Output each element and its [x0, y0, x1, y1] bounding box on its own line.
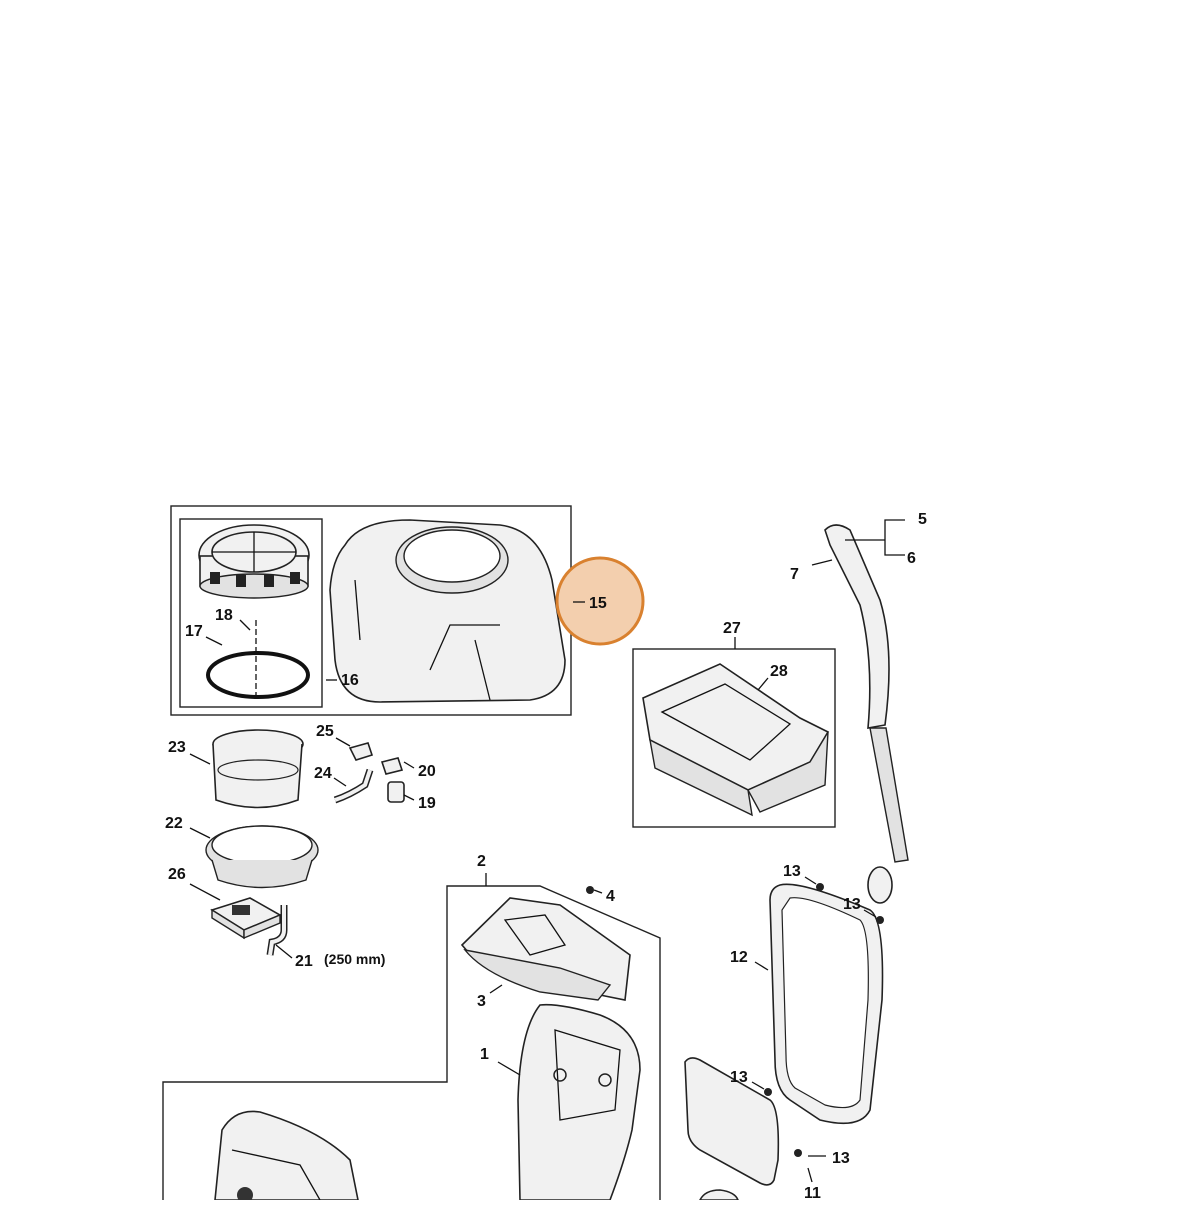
label-13-c: 13: [730, 1069, 748, 1086]
back-pad[interactable]: [684, 1057, 780, 1186]
label-15: 15: [589, 595, 607, 612]
label-19: 19: [418, 795, 436, 812]
lower-part-11[interactable]: [698, 1189, 740, 1201]
strainer-basket[interactable]: [212, 729, 304, 809]
cap-group-frame: [179, 518, 323, 708]
shoulder-strap[interactable]: [824, 524, 909, 904]
label-27: 27: [723, 620, 741, 637]
screws[interactable]: [764, 883, 884, 1157]
label-13-b: 13: [843, 896, 861, 913]
highlight-marker[interactable]: [555, 556, 645, 646]
label-28: 28: [770, 663, 788, 680]
label-7: 7: [790, 566, 799, 583]
label-18: 18: [215, 607, 233, 624]
screw-4[interactable]: [586, 886, 594, 894]
tank[interactable]: [329, 519, 566, 703]
label-22: 22: [165, 815, 183, 832]
mounting-ring[interactable]: [205, 825, 319, 889]
carrier-group-frame: [162, 885, 661, 1200]
label-20: 20: [418, 763, 436, 780]
label-21: 21: [295, 953, 313, 970]
label-12: 12: [730, 949, 748, 966]
carrier-plate[interactable]: [517, 1003, 641, 1201]
tray-group-frame: [632, 648, 836, 828]
seal-ring[interactable]: [206, 651, 310, 699]
label-16: 16: [341, 672, 359, 689]
label-21-note: (250 mm): [324, 951, 385, 967]
label-11: 11: [804, 1185, 821, 1200]
label-13-a: 13: [783, 863, 801, 880]
label-1: 1: [480, 1046, 489, 1063]
label-5: 5: [918, 511, 927, 528]
back-frame[interactable]: [769, 883, 884, 1125]
label-6: 6: [907, 550, 916, 567]
label-17: 17: [185, 623, 203, 640]
label-4: 4: [606, 888, 615, 905]
label-23: 23: [168, 739, 186, 756]
tray-bracket[interactable]: [460, 897, 631, 1001]
label-26: 26: [168, 866, 186, 883]
valve-plate[interactable]: [210, 897, 282, 940]
small-fittings[interactable]: [333, 742, 405, 804]
label-3: 3: [477, 993, 486, 1010]
tank-cap[interactable]: [198, 524, 310, 599]
label-13-d: 13: [832, 1150, 850, 1167]
label-2: 2: [477, 853, 486, 870]
label-24: 24: [314, 765, 332, 782]
label-25: 25: [316, 723, 334, 740]
storage-tray[interactable]: [642, 663, 830, 817]
engine-housing[interactable]: [214, 1110, 359, 1203]
